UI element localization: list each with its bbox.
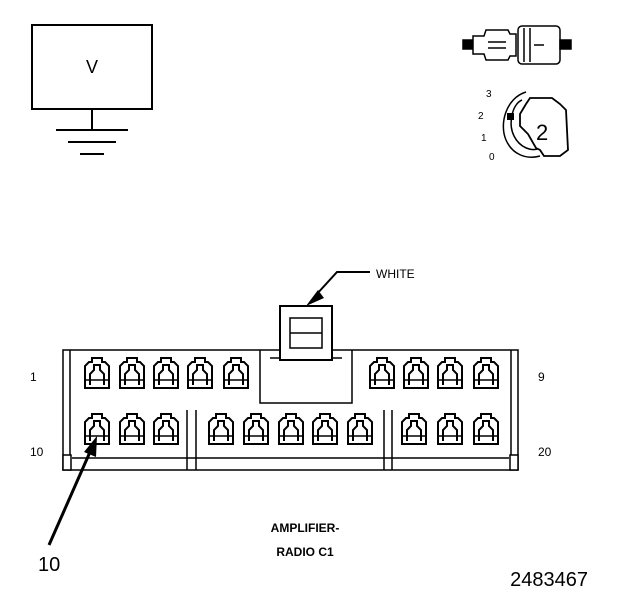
terminal-cavity-row2-6 [278,413,304,445]
ground-icon [56,109,128,155]
voltmeter-label: V [86,57,98,77]
terminal-cavity-row1-9 [473,357,499,389]
terminal-cavity-row1-3 [153,357,179,389]
knob-position-3: 3 [486,89,492,100]
terminal-cavities [84,357,499,445]
knob-position-2: 2 [478,111,484,122]
probe-pointer [47,436,97,546]
terminal-cavity-row2-10 [437,413,463,445]
terminal-cavity-row2-5 [243,413,269,445]
figure-id: 2483467 [510,569,588,591]
connector-color-label: WHITE [376,267,415,281]
terminal-cavity-row1-6 [369,357,395,389]
terminal-cavity-row2-4 [208,413,234,445]
probe-pin-label: 10 [38,554,60,576]
knob-setting: 2 [536,120,548,145]
pin-label-row2-last: 20 [538,445,552,459]
probe-connector-icon [462,25,572,65]
terminal-cavity-row1-5 [223,357,249,389]
terminal-cavity-row2-3 [153,413,179,445]
knob-position-1: 1 [481,133,487,144]
terminal-cavity-row1-7 [403,357,429,389]
connector-name-line2: RADIO C1 [276,545,334,559]
terminal-cavity-row2-8 [347,413,373,445]
pin-label-row1-last: 9 [538,370,545,384]
terminal-cavity-row2-11 [473,413,499,445]
color-callout: WHITE [306,267,415,306]
pin-label-row1-first: 1 [30,370,37,384]
terminal-cavity-row1-4 [187,357,213,389]
connector-name-line1: AMPLIFIER- [271,521,340,535]
terminal-cavity-row1-2 [119,357,145,389]
terminal-cavity-row2-2 [119,413,145,445]
terminal-cavity-row2-7 [312,413,338,445]
knob-position-0: 0 [489,152,495,163]
selector-knob-icon: 3 2 1 0 2 [478,89,569,163]
terminal-cavity-row2-1 [84,413,110,445]
terminal-cavity-row1-1 [84,357,110,389]
voltmeter-symbol: V [31,24,153,155]
terminal-cavity-row1-8 [437,357,463,389]
pin-label-row2-first: 10 [30,445,44,459]
terminal-cavity-row2-9 [401,413,427,445]
